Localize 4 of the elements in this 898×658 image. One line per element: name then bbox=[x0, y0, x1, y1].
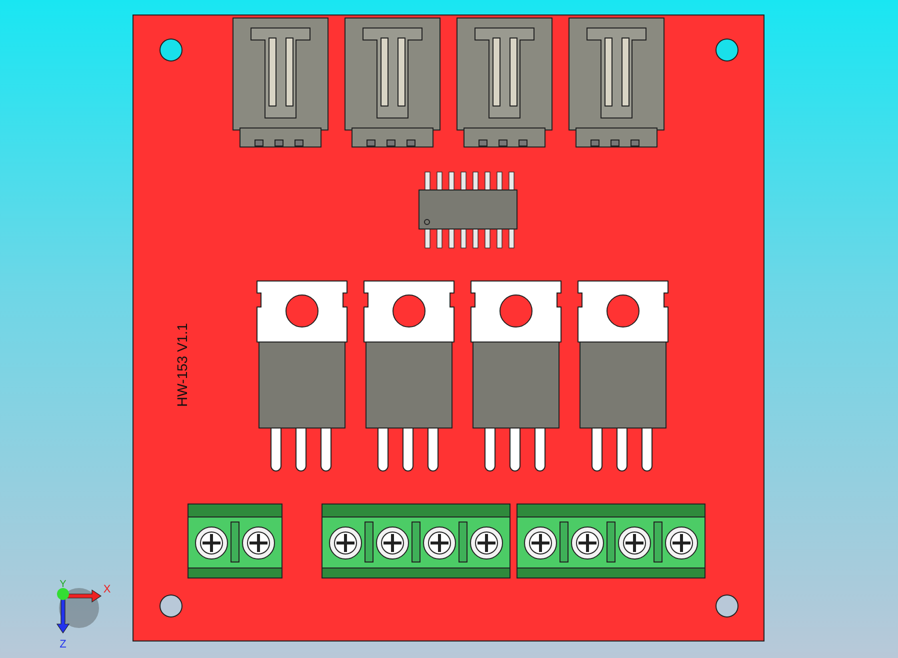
axis-label: Y bbox=[60, 580, 66, 590]
board-marking: HW-153 V1.1 bbox=[175, 323, 189, 407]
axis-label: Z bbox=[60, 640, 66, 650]
axis-label: X bbox=[103, 584, 111, 596]
